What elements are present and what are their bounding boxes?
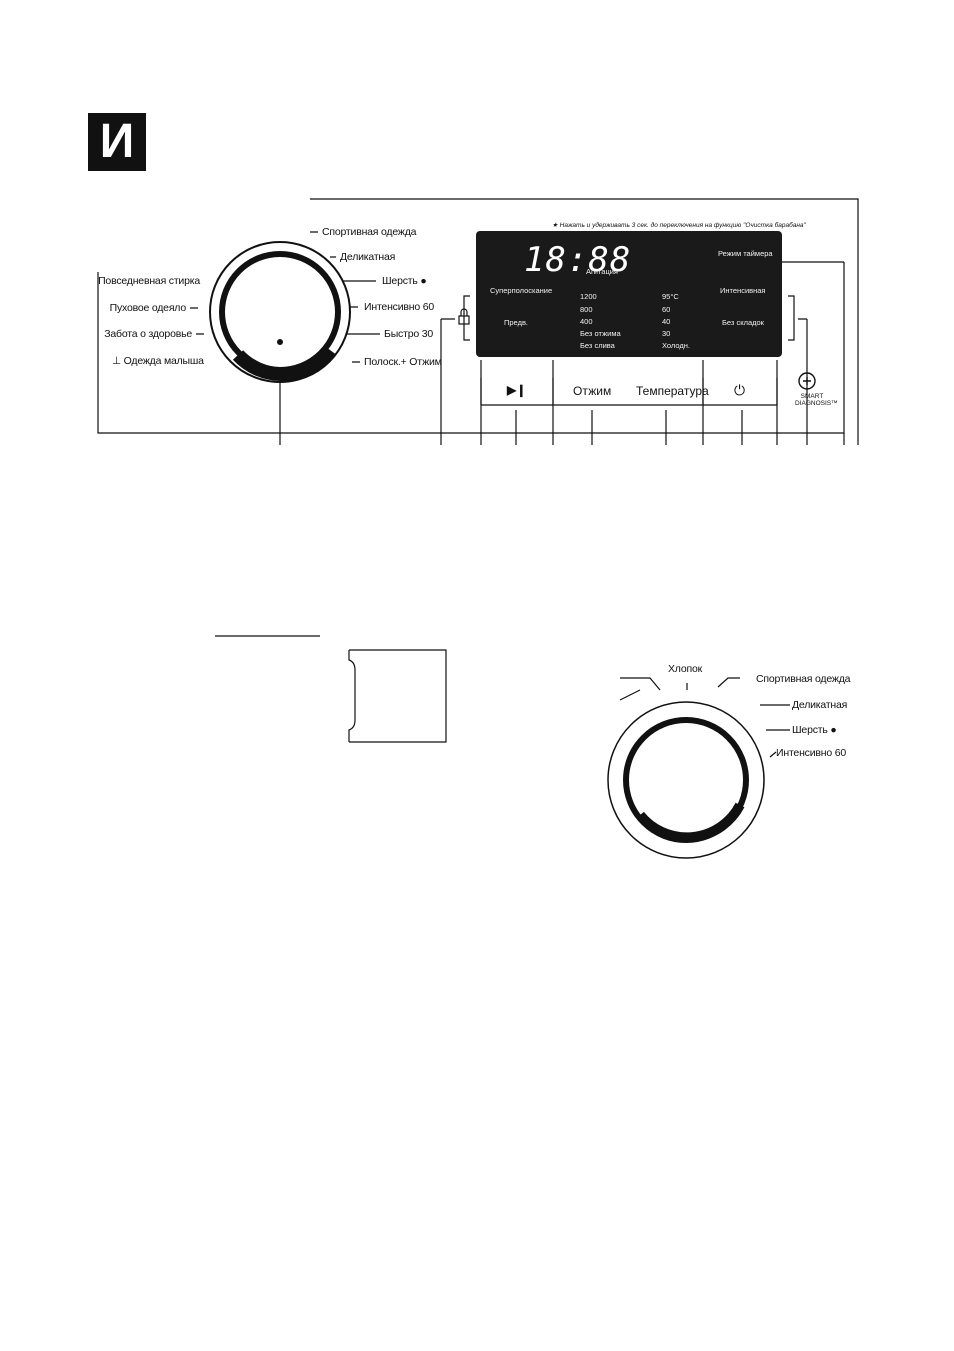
dial-label-intensive-60: Интенсивно 60	[364, 301, 435, 313]
wool-icon: ●	[830, 724, 837, 736]
second-dial-delicate: Деликатная	[792, 699, 848, 711]
timer-mode-label: Режим таймера	[718, 249, 773, 258]
second-dial-wool-text: Шерсть	[792, 724, 828, 736]
dial-label-baby-clothes: ⊥ Одежда малыша	[112, 355, 204, 367]
temp-30: 30	[662, 329, 671, 338]
temperature-button[interactable]: Температура	[636, 384, 709, 398]
baby-icon: ⊥	[112, 355, 124, 367]
super-rinse-label: Суперполоскание	[490, 286, 553, 295]
top-note: ★ Нажать и удерживать 3 сек. до переключ…	[552, 222, 806, 229]
smart-diagnosis-label: SMART DIAGNOSIS™	[795, 393, 838, 407]
section-letter-badge: И	[88, 113, 146, 171]
dial-label-duvet: Пуховое одеяло	[109, 302, 187, 314]
spin-800: 800	[580, 305, 593, 314]
second-dial-intensive-60: Интенсивно 60	[776, 747, 847, 759]
agitation-label: Агитация	[586, 267, 618, 276]
no-crease-label: Без складок	[722, 318, 764, 327]
temp-60: 60	[662, 305, 671, 314]
dial-label-rinse-spin: Полоск.+ Отжим	[364, 356, 442, 368]
dial-label-quick-30: Быстро 30	[384, 328, 433, 340]
power-button[interactable]: ⏻	[734, 382, 746, 398]
wool-icon: ●	[420, 275, 427, 287]
time-digits: 18:88	[524, 240, 632, 280]
dial-label-baby-text: Одежда малыша	[123, 355, 204, 367]
spin-button[interactable]: Отжим	[573, 384, 612, 398]
dial-label-wool: Шерсть ●	[382, 275, 427, 287]
second-dial-wool: Шерсть ●	[792, 724, 837, 736]
dial-label-sportswear: Спортивная одежда	[322, 226, 417, 238]
dial-label-everyday: Повседневная стирка	[98, 275, 200, 287]
spin-1200: 1200	[580, 292, 597, 301]
spin-no-drain: Без слива	[580, 341, 615, 350]
program-dial	[209, 241, 351, 383]
spin-400: 400	[580, 317, 593, 326]
control-display: 18:88 Агитация Режим таймера Суперполоск…	[476, 231, 782, 357]
dial-label-wool-text: Шерсть	[382, 275, 418, 287]
temp-cold: Холодн.	[662, 341, 690, 350]
dial-label-delicate: Деликатная	[340, 251, 396, 263]
prewash-label: Предв.	[504, 318, 529, 327]
start-pause-button[interactable]: ▶❙	[507, 383, 527, 397]
temp-95: 95°C	[662, 292, 679, 301]
spin-none: Без отжима	[580, 329, 621, 338]
temp-40: 40	[662, 317, 671, 326]
dial-label-health-care: Забота о здоровье	[104, 328, 192, 340]
intensive-label: Интенсивная	[720, 286, 766, 295]
second-dial-sportswear: Спортивная одежда	[756, 673, 851, 685]
second-dial-cotton: Хлопок	[668, 663, 703, 675]
